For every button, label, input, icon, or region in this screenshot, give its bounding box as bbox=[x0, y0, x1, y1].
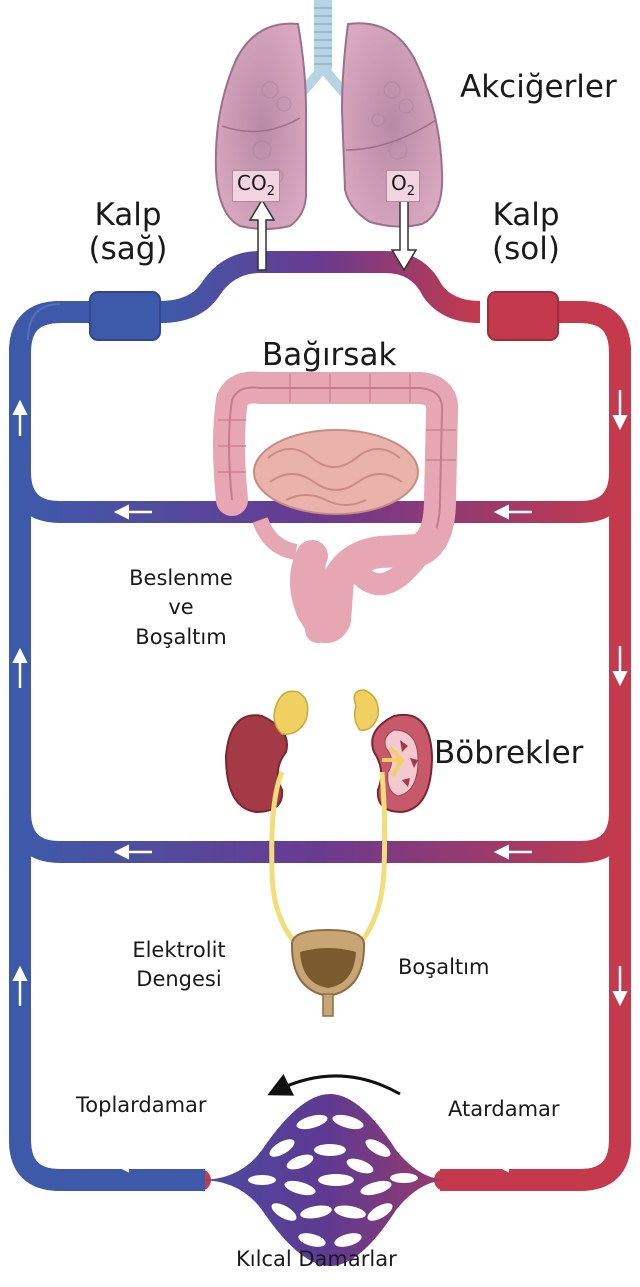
o2-main: O bbox=[391, 171, 407, 195]
excretion-label: Boşaltım bbox=[398, 956, 489, 979]
heart-right-label-line2: (sağ) bbox=[80, 232, 176, 266]
electrolyte-label-line2: Dengesi bbox=[118, 965, 240, 994]
heart-right-label-line1: Kalp bbox=[80, 198, 176, 232]
right-heart-icon bbox=[90, 292, 160, 340]
electrolyte-label: Elektrolit Dengesi bbox=[118, 936, 240, 995]
nutrition-label-line2: ve bbox=[116, 593, 246, 622]
co2-main: CO bbox=[237, 171, 267, 195]
heart-left-label: Kalp (sol) bbox=[478, 198, 574, 266]
kidneys-label: Böbrekler bbox=[434, 736, 583, 770]
o2-label: O2 bbox=[386, 170, 420, 202]
artery-label: Atardamar bbox=[448, 1098, 560, 1121]
o2-sub: 2 bbox=[407, 184, 415, 199]
bladder-icon bbox=[292, 930, 364, 1016]
left-heart-icon bbox=[488, 292, 558, 340]
intestine-label: Bağırsak bbox=[262, 338, 396, 372]
co2-label: CO2 bbox=[232, 170, 280, 202]
pulmonary-arch bbox=[160, 262, 480, 312]
heart-right-label: Kalp (sağ) bbox=[80, 198, 176, 266]
nutrition-label-line3: Boşaltım bbox=[116, 623, 246, 652]
co2-sub: 2 bbox=[267, 184, 275, 199]
lungs-label: Akciğerler bbox=[460, 70, 617, 104]
outer-left-blue bbox=[20, 312, 205, 1180]
heart-left-label-line1: Kalp bbox=[478, 198, 574, 232]
renal-branch bbox=[20, 812, 620, 852]
capillaries-label: Kılcal Damarlar bbox=[236, 1248, 397, 1271]
electrolyte-label-line1: Elektrolit bbox=[118, 936, 240, 965]
nutrition-label: Beslenme ve Boşaltım bbox=[116, 564, 246, 652]
heart-left-label-line2: (sol) bbox=[478, 232, 574, 266]
kidneys-icon bbox=[226, 690, 432, 948]
nutrition-label-line1: Beslenme bbox=[116, 564, 246, 593]
vein-label: Toplardamar bbox=[76, 1094, 207, 1117]
capillary-bed-icon bbox=[200, 1076, 448, 1266]
